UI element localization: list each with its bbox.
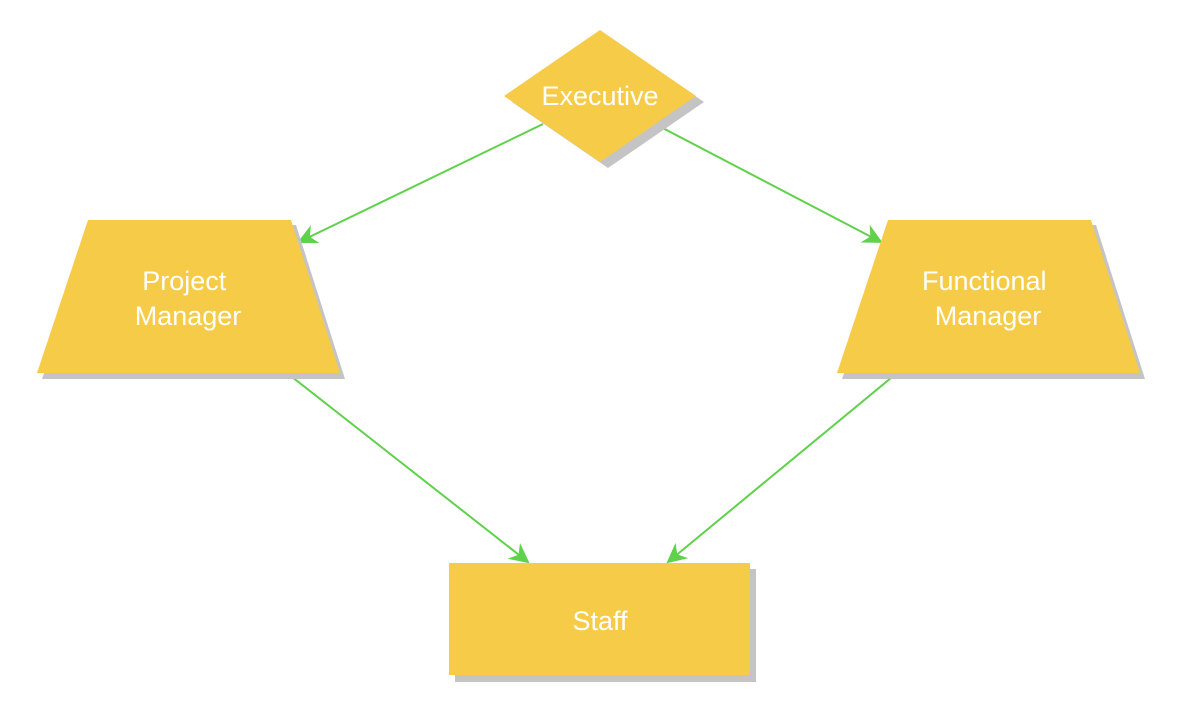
- node-functional-manager-shape: [837, 220, 1140, 373]
- node-executive-shape: [504, 30, 696, 162]
- node-functional-manager-label-line2: Manager: [935, 301, 1042, 331]
- svg-text:Staff: Staff: [572, 606, 628, 636]
- node-functional-manager[interactable]: Functional Manager: [837, 220, 1145, 379]
- svg-text:Functional Manager: Functional Manager: [922, 266, 1054, 331]
- node-staff-label: Staff: [572, 606, 628, 636]
- svg-text:Executive: Executive: [541, 81, 658, 111]
- node-project-manager[interactable]: Project Manager: [37, 220, 345, 379]
- node-project-manager-label-line2: Manager: [135, 301, 242, 331]
- node-executive[interactable]: Executive: [504, 30, 704, 168]
- edge-project-manager-to-staff: [286, 372, 530, 564]
- node-staff-shape: [449, 563, 750, 675]
- node-executive-label: Executive: [541, 81, 658, 111]
- node-functional-manager-label-line1: Functional: [922, 266, 1047, 296]
- svg-text:Project Manager: Project Manager: [135, 266, 242, 331]
- edge-functional-manager-to-staff: [666, 372, 898, 564]
- edge-executive-to-functional-manager: [654, 123, 883, 243]
- node-project-manager-shape: [37, 220, 340, 373]
- node-project-manager-label-line1: Project: [142, 266, 227, 296]
- edge-executive-to-project-manager: [297, 123, 544, 244]
- connectors: [286, 123, 898, 564]
- node-staff[interactable]: Staff: [449, 563, 756, 682]
